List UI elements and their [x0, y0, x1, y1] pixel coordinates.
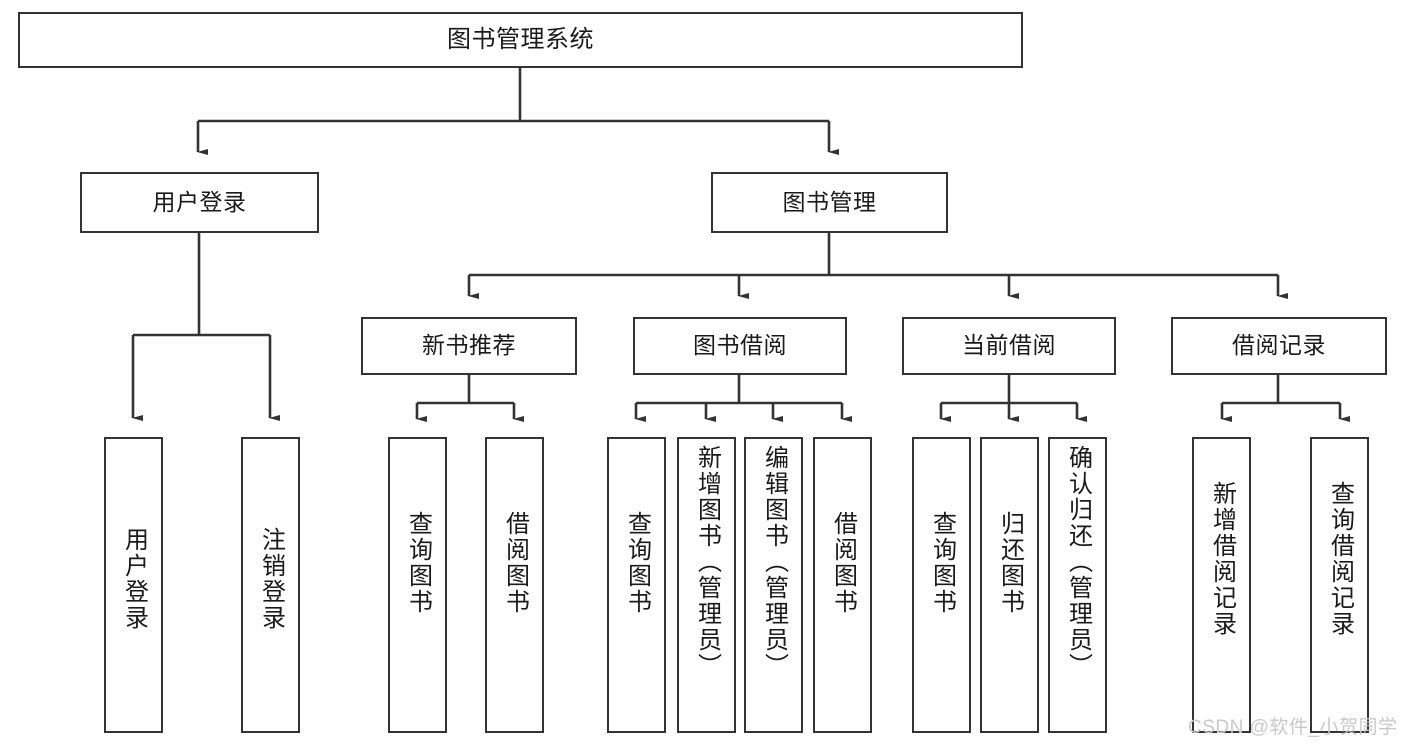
node-label: 新增借阅记录: [1208, 481, 1236, 637]
node-label: 查询借阅记录: [1326, 481, 1354, 637]
node-label: 查询图书: [623, 511, 651, 615]
node-label: 借阅图书: [829, 511, 857, 615]
node-user-login[interactable]: 用户登录: [80, 172, 319, 233]
node-label: 查询图书: [928, 511, 956, 615]
node-label: 归还图书: [996, 511, 1024, 615]
node-label: 借阅图书: [501, 511, 529, 615]
leaf-user-login[interactable]: 用户登录: [104, 437, 163, 733]
node-borrow-records[interactable]: 借阅记录: [1171, 317, 1387, 375]
leaf-borrow-query-books[interactable]: 查询图书: [607, 437, 666, 733]
node-root-system[interactable]: 图书管理系统: [18, 12, 1023, 68]
leaf-records-add-record[interactable]: 新增借阅记录: [1192, 437, 1251, 733]
node-new-book-recommend[interactable]: 新书推荐: [361, 317, 577, 375]
node-label: 用户登录: [152, 188, 247, 215]
node-label: 图书管理: [782, 188, 877, 215]
leaf-current-return-books[interactable]: 归还图书: [980, 437, 1039, 733]
leaf-records-query-record[interactable]: 查询借阅记录: [1310, 437, 1369, 733]
node-label: 图书借阅: [693, 332, 787, 359]
leaf-borrow-edit-book-admin[interactable]: 编辑图书（管理员）: [744, 437, 803, 733]
node-label: 用户登录: [120, 527, 148, 631]
node-book-borrow[interactable]: 图书借阅: [633, 317, 847, 375]
node-label: 编辑图书（管理员）: [760, 445, 788, 679]
leaf-current-confirm-return-admin[interactable]: 确认归还（管理员）: [1048, 437, 1107, 733]
leaf-newbook-query-books[interactable]: 查询图书: [388, 437, 447, 733]
node-label: 注销登录: [257, 527, 285, 631]
node-current-borrow[interactable]: 当前借阅: [902, 317, 1116, 375]
node-label: 当前借阅: [962, 332, 1056, 359]
watermark: CSDN @软件_小贺同学: [1188, 717, 1398, 738]
leaf-newbook-borrow-books[interactable]: 借阅图书: [485, 437, 544, 733]
node-label: 新增图书（管理员）: [693, 445, 721, 679]
node-label: 借阅记录: [1232, 332, 1326, 359]
leaf-current-query-books[interactable]: 查询图书: [912, 437, 971, 733]
leaf-borrow-borrow-books[interactable]: 借阅图书: [813, 437, 872, 733]
node-label: 确认归还（管理员）: [1064, 445, 1092, 679]
node-book-management[interactable]: 图书管理: [711, 172, 948, 233]
leaf-borrow-add-book-admin[interactable]: 新增图书（管理员）: [677, 437, 736, 733]
node-label: 查询图书: [404, 511, 432, 615]
node-label: 图书管理系统: [447, 25, 594, 53]
leaf-logout[interactable]: 注销登录: [241, 437, 300, 733]
node-label: 新书推荐: [422, 332, 516, 359]
